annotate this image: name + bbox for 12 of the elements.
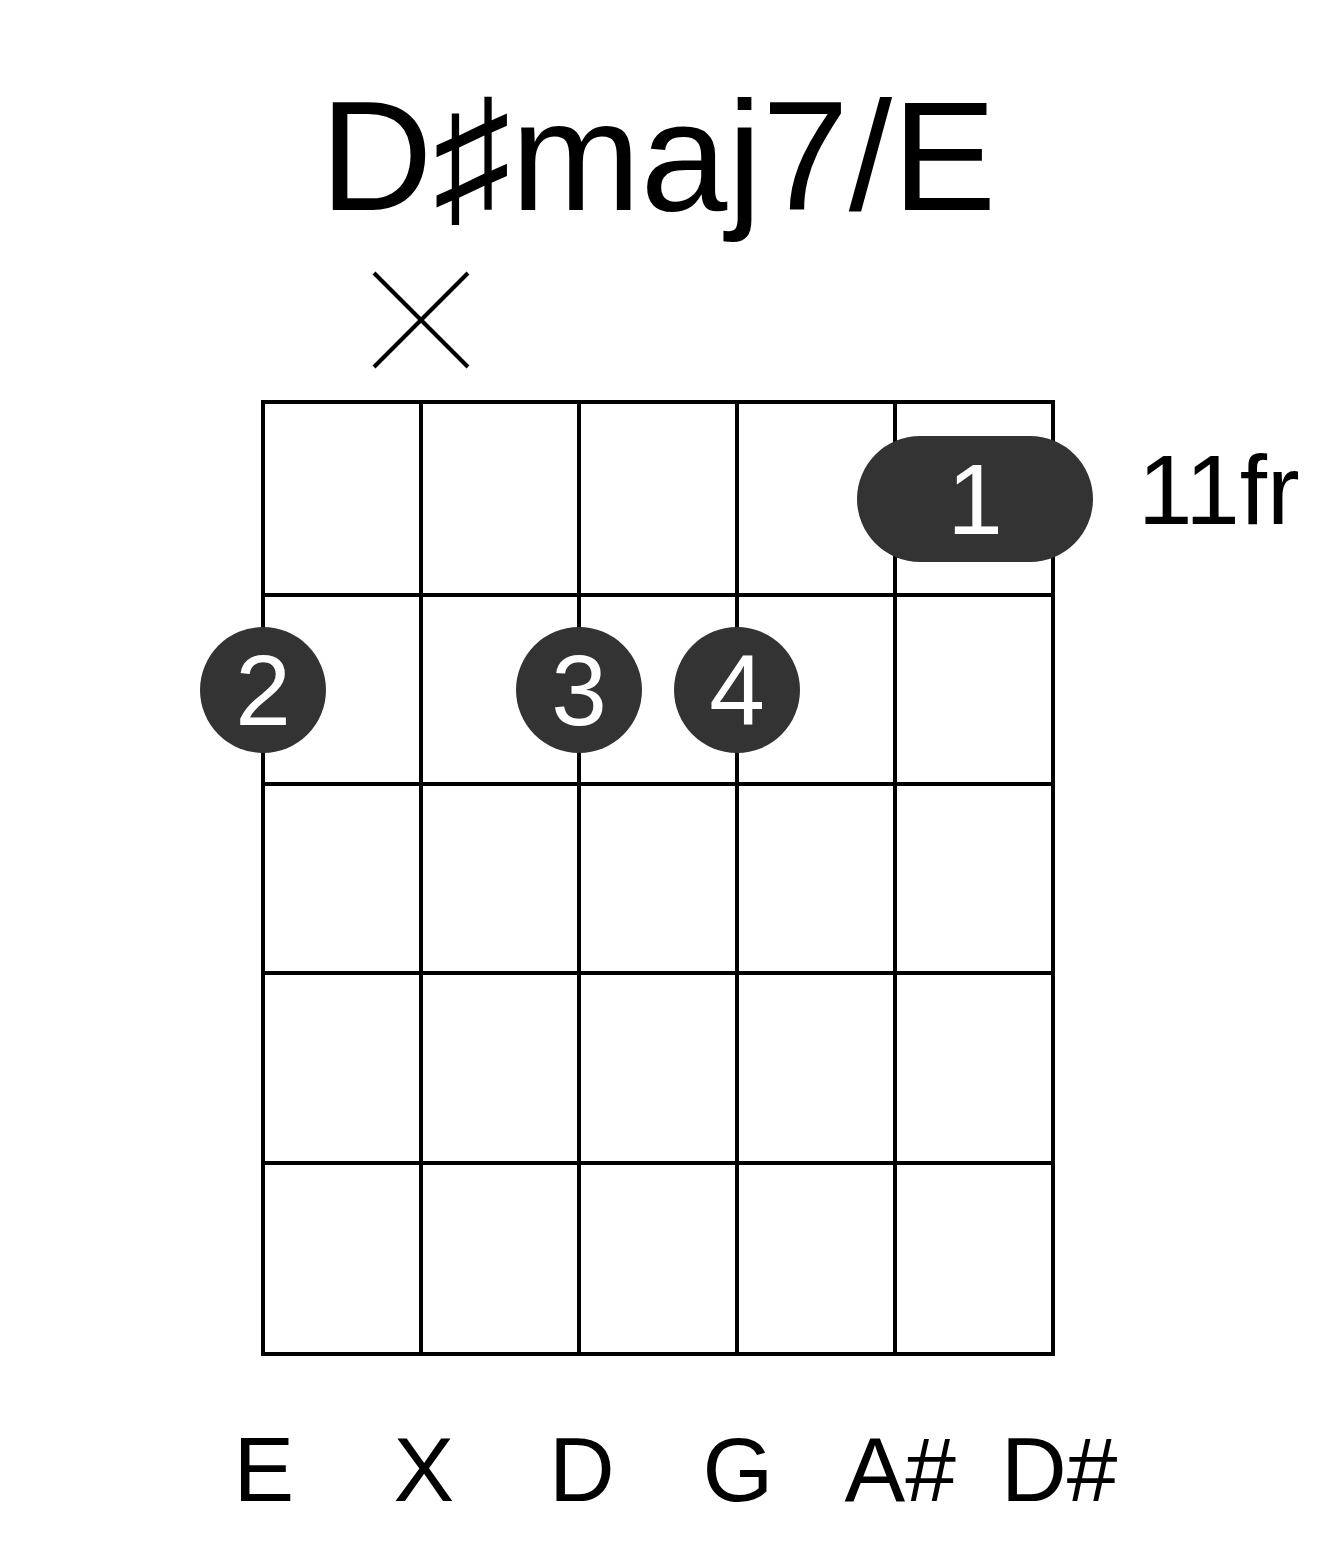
string-note-label: D# [1001,1424,1118,1515]
string-note-label: E [233,1424,295,1515]
finger-number: 1 [947,449,1003,549]
chord-title: D♯maj7/E [320,68,997,245]
finger-number: 3 [551,640,607,740]
fret-position-label: 11fr [1138,441,1300,539]
string-note-label: X [393,1424,455,1515]
finger-number: 4 [709,640,765,740]
finger-number: 2 [235,640,291,740]
string-note-label: D [549,1424,615,1515]
string-note-label: A# [844,1424,956,1515]
string-note-label: G [702,1424,774,1515]
